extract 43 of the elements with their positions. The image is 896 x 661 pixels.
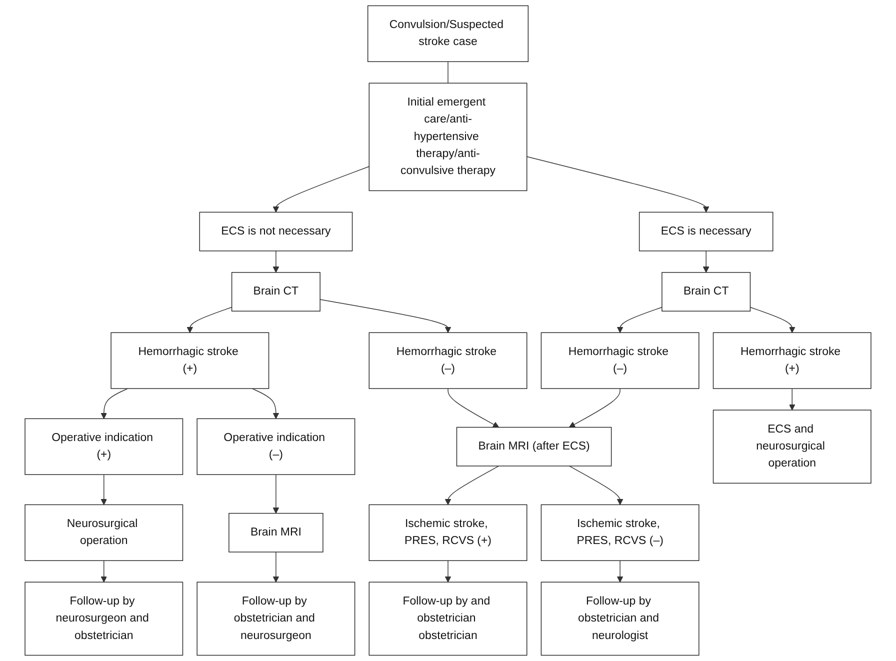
node-box: Brain CT xyxy=(662,272,751,312)
node-box: Brain CT xyxy=(231,272,320,312)
node-box: Initial emergent care/anti-hypertensive therapy/anti-convulsive therapy xyxy=(368,82,528,192)
node-box: Ischemic stroke, PRES, RCVS (+) xyxy=(368,504,528,561)
node-box: Follow-up by neurosurgeon and obstetrician xyxy=(24,582,184,656)
node-box: Neurosurgical operation xyxy=(24,504,184,561)
node-box: Brain MRI (after ECS) xyxy=(456,426,612,466)
arrow xyxy=(444,466,500,505)
node-box: Operative indication (+) xyxy=(24,418,184,475)
arrow xyxy=(100,474,108,505)
arrow xyxy=(320,299,452,333)
node-box: ECS is not necessary xyxy=(199,212,353,252)
node-box: Hemorrhagic stroke (–) xyxy=(368,332,528,389)
arrow xyxy=(568,466,624,505)
arrow xyxy=(526,156,710,212)
node-box: Follow-up by obstetrician and neurologist xyxy=(540,582,700,656)
arrow xyxy=(616,306,662,333)
node-box: Follow-up by and obstetrician obstetrician xyxy=(368,582,528,656)
arrow xyxy=(186,306,232,333)
arrow xyxy=(100,388,128,419)
node-box: Hemorrhagic stroke (–) xyxy=(540,332,700,389)
node-box: Hemorrhagic stroke (+) xyxy=(712,332,872,389)
node-box: Follow-up by obstetrician and neurosurgeon xyxy=(196,582,356,656)
arrow xyxy=(100,560,108,582)
node-box: ECS is necessary xyxy=(638,212,774,252)
node-box: Ischemic stroke, PRES, RCVS (–) xyxy=(540,504,700,561)
arrow xyxy=(702,250,710,273)
arrow xyxy=(568,388,620,428)
node-box: Hemorrhagic stroke (+) xyxy=(110,332,270,389)
node-box: ECS and neurosurgical operation xyxy=(712,410,872,484)
node-box: Convulsion/Suspected stroke case xyxy=(367,5,529,62)
arrow xyxy=(272,166,370,212)
arrow xyxy=(788,388,796,410)
arrow xyxy=(272,250,280,273)
arrow xyxy=(448,388,500,428)
arrow xyxy=(616,560,624,582)
node-box: Operative indication (–) xyxy=(196,418,356,475)
arrow xyxy=(750,306,796,333)
arrow xyxy=(272,552,280,582)
node-box: Brain MRI xyxy=(228,512,324,552)
arrow xyxy=(252,388,280,419)
arrow xyxy=(444,560,452,582)
arrow xyxy=(272,474,280,514)
